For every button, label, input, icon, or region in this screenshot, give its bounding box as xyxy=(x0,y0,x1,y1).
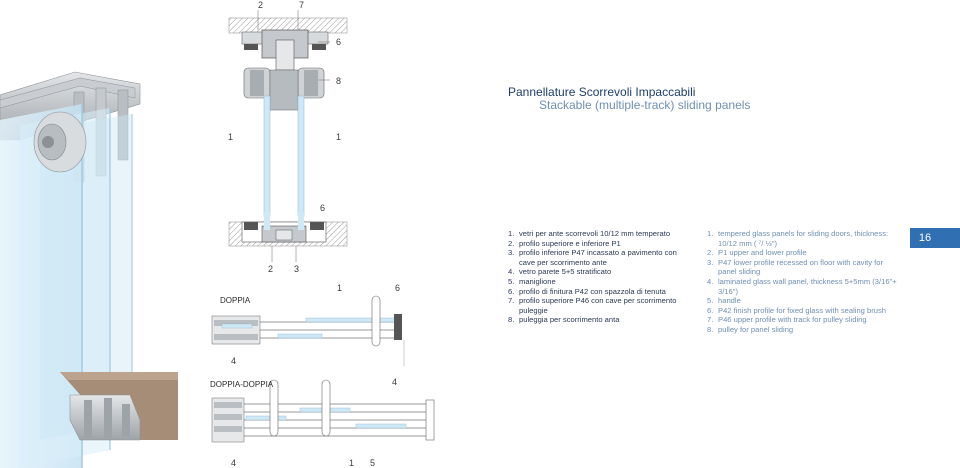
legend-item: 7.P46 upper profile with track for pulle… xyxy=(707,315,867,325)
page-number-tab xyxy=(910,228,960,248)
top-section-detail xyxy=(228,10,348,217)
callout-number: 1 xyxy=(228,132,234,142)
page-number: 16 xyxy=(918,232,932,244)
plan-doppia-doppia-detail xyxy=(211,379,435,443)
plan-doppia-detail xyxy=(211,295,405,366)
callout-number: 6 xyxy=(320,203,326,213)
caption-doppia: DOPPIA xyxy=(220,296,251,305)
legend-item: 3.profilo inferiore P47 incassato a pavi… xyxy=(508,248,677,267)
callout-number: 3 xyxy=(294,264,300,274)
page-title: Pannellature Scorrevoli Impaccabili xyxy=(508,85,696,99)
legend-item: 5.handle xyxy=(707,296,741,306)
callout-number: 2 xyxy=(268,264,274,274)
callout-number: 5 xyxy=(370,458,376,468)
bottom-section-detail xyxy=(228,212,348,262)
legend-item: 4.vetro parete 5+5 stratificato xyxy=(508,267,612,277)
callout-number: 6 xyxy=(395,283,401,293)
callout-number: 1 xyxy=(349,458,355,468)
perspective-view xyxy=(0,71,178,468)
page-subtitle: Stackable (multiple-track) sliding panel… xyxy=(539,98,751,112)
callout-number: 6 xyxy=(336,37,342,47)
callout-number: 4 xyxy=(231,356,237,366)
legend-item: 5.maniglione xyxy=(508,276,556,286)
caption-doppia-doppia: DOPPIA-DOPPIA xyxy=(210,380,274,389)
legend-item: 3.P47 lower profile recessed on floor wi… xyxy=(707,257,884,277)
legend-english: 1.tempered glass panels for sliding door… xyxy=(707,229,903,335)
callout-number: 8 xyxy=(336,76,342,86)
legend-item: 8.puleggia per scorrimento anta xyxy=(508,315,620,325)
callout-number: 1 xyxy=(337,283,343,293)
legend-item: 6.P42 finish profile for fixed glass wit… xyxy=(707,305,886,315)
legend-item: 2.profilo superiore e inferiore P1 xyxy=(508,238,621,248)
legend-item: 2.P1 upper and lower profile xyxy=(707,248,807,258)
callout-number: 1 xyxy=(336,132,342,142)
callout-number: 4 xyxy=(231,458,237,468)
legend-italian: 1.vetri per ante scorrevoli 10/12 mm tem… xyxy=(508,229,694,325)
legend-item: 6.profilo di finitura P42 con spazzola d… xyxy=(508,286,666,296)
callout-number: 2 xyxy=(258,0,264,10)
callout-number: 7 xyxy=(299,0,305,10)
legend-item: 8.pulley for panel sliding xyxy=(707,324,794,334)
legend-item: 1.vetri per ante scorrevoli 10/12 mm tem… xyxy=(508,229,671,238)
legend-item: 4.laminated glass wall panel, thickness … xyxy=(707,276,897,296)
legend-item: 7.profilo superiore P46 con cave per sco… xyxy=(508,296,677,315)
legend-item: 1.tempered glass panels for sliding door… xyxy=(707,229,889,248)
callout-number: 4 xyxy=(392,377,398,387)
